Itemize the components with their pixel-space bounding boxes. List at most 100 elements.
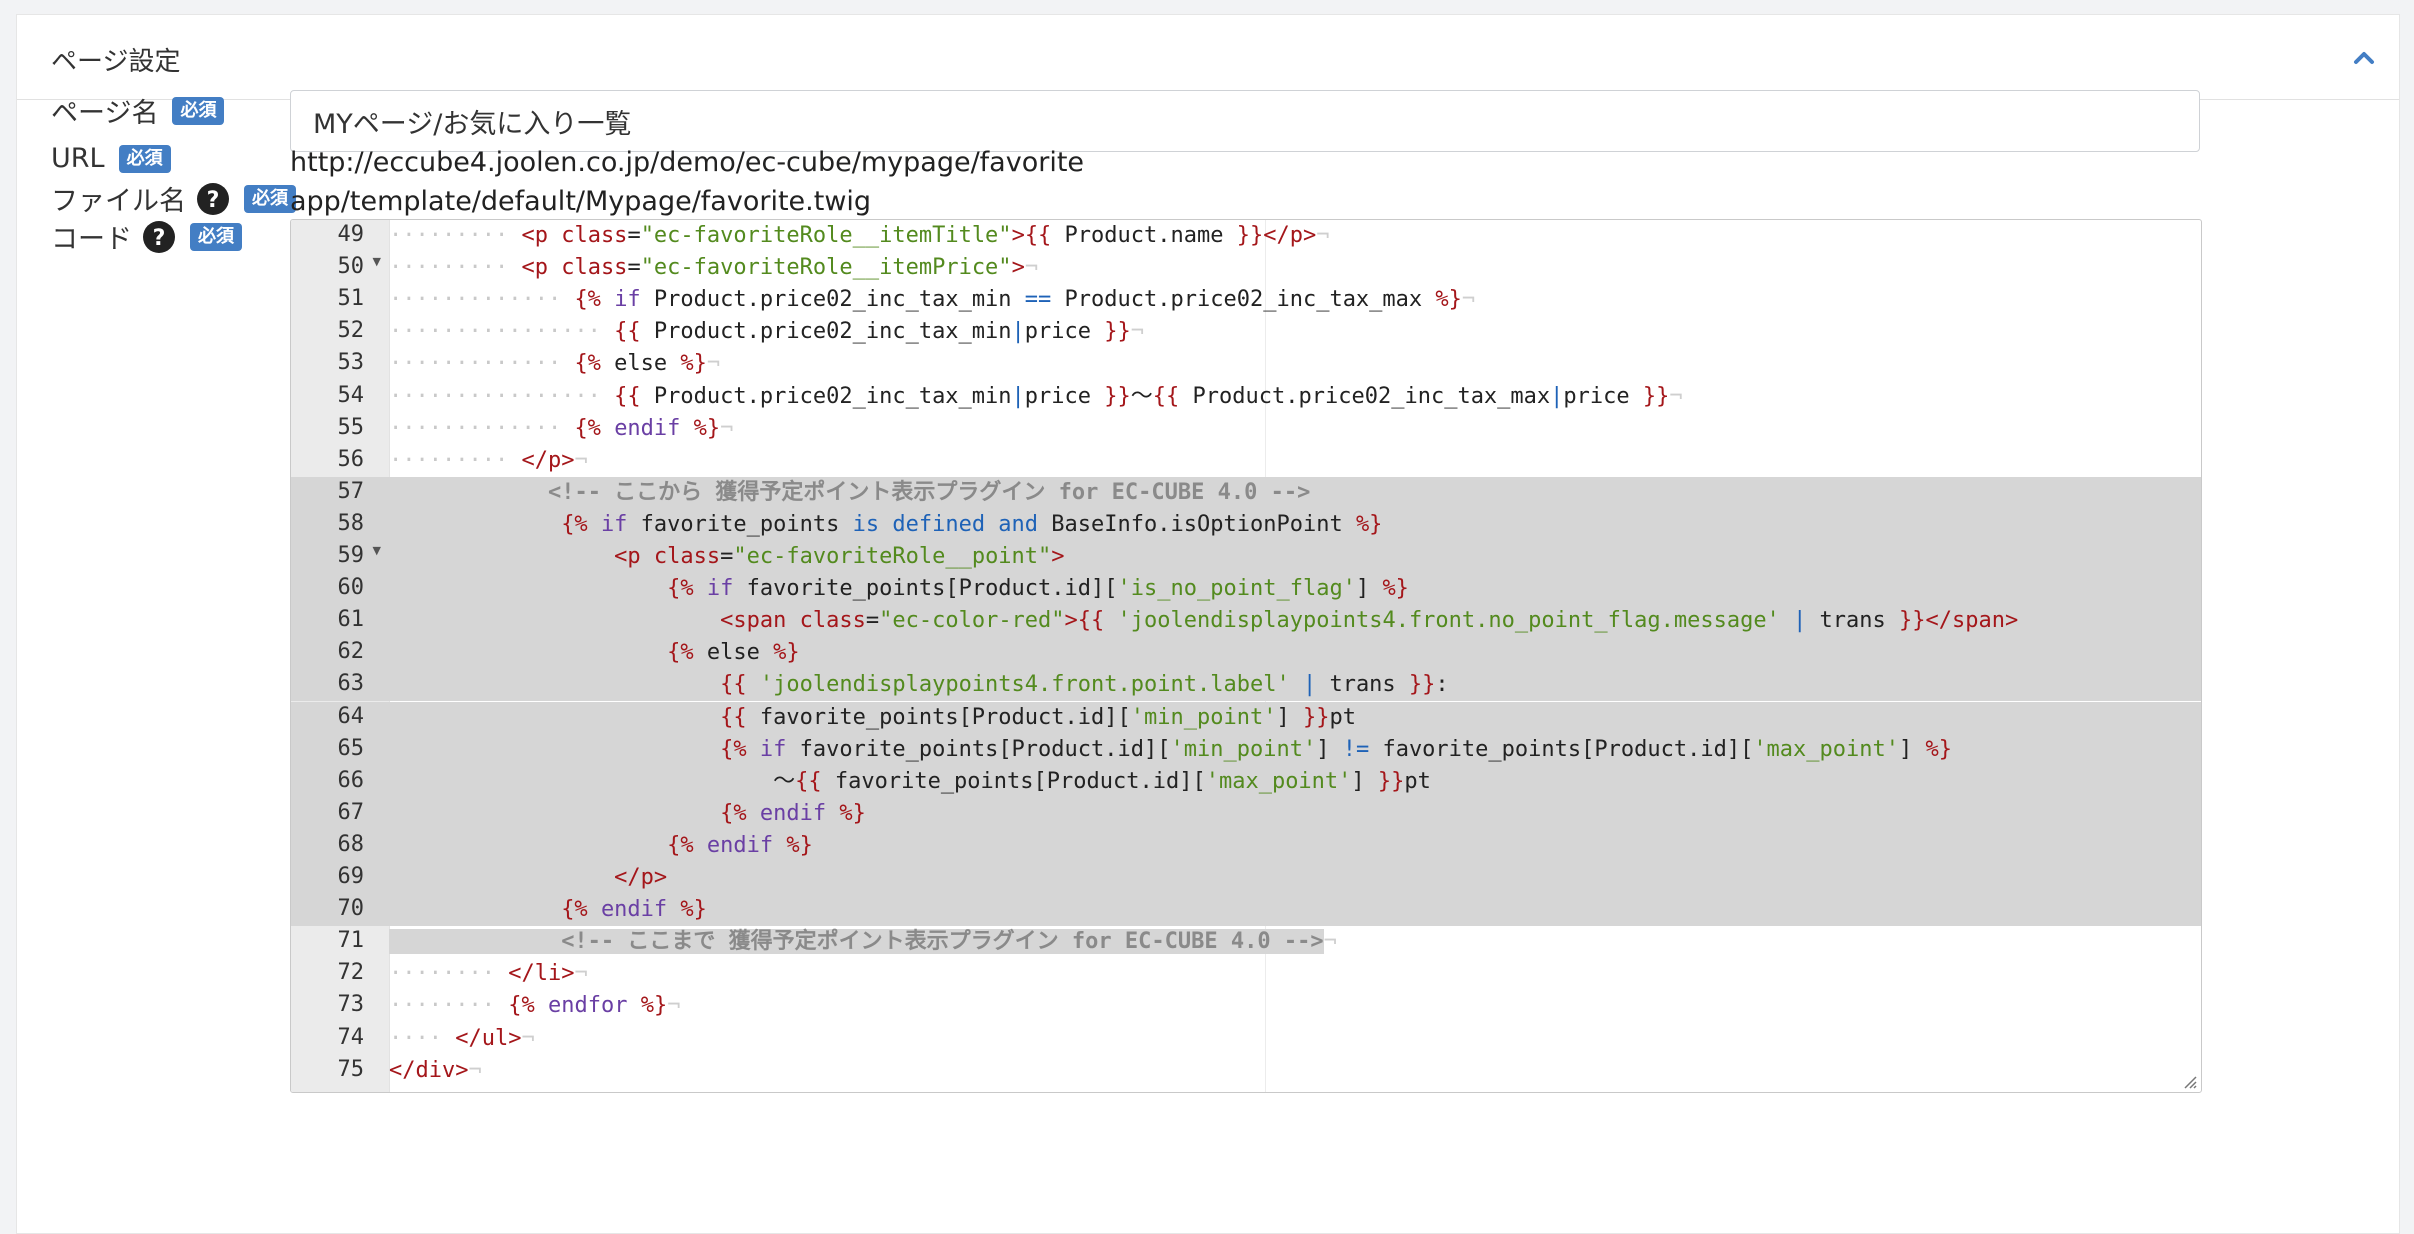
code-token xyxy=(1104,608,1117,633)
required-badge: 必須 xyxy=(244,184,296,213)
code-token: favorite_points[Product.id][ xyxy=(1369,736,1754,762)
code-line[interactable]: 63 {{ 'joolendisplaypoints4.front.point.… xyxy=(291,669,2201,702)
code-token: : xyxy=(1435,672,1449,698)
code-line[interactable]: 60 {% if favorite_points[Product.id]['is… xyxy=(291,573,2201,606)
eol-marker: ¬ xyxy=(1461,287,1476,313)
eol-marker: ¬ xyxy=(1316,223,1330,248)
code-token: ] xyxy=(1899,736,1926,762)
code-line[interactable]: 70 {% endif %} xyxy=(291,894,2201,927)
code-line[interactable]: 75</div>¬ xyxy=(291,1055,2201,1087)
code-token: <span xyxy=(720,608,787,634)
line-number: 63 xyxy=(337,671,365,697)
page-name-label: ページ名 xyxy=(51,98,159,129)
page-name-input[interactable] xyxy=(290,90,2200,152)
code-text: ········ </li>¬ xyxy=(389,958,2201,990)
code-line[interactable]: 73········ {% endfor %}¬ xyxy=(291,990,2201,1022)
code-line[interactable]: 74···· </ul>¬ xyxy=(291,1023,2201,1055)
question-circle-icon[interactable]: ? xyxy=(196,182,230,216)
line-number: 54 xyxy=(337,382,365,408)
line-number: 59 xyxy=(337,543,365,568)
code-token: | xyxy=(1011,383,1025,409)
code-token: {% xyxy=(508,993,535,1019)
line-number: 53 xyxy=(337,350,365,376)
code-line[interactable]: 54 ················ {{ Product.price02_in… xyxy=(291,381,2201,413)
code-token: trans xyxy=(1806,608,1900,634)
code-token: {{ xyxy=(795,768,822,794)
code-token: </ul> xyxy=(455,1025,522,1051)
gutter-cell: 49 xyxy=(291,220,389,252)
code-token: {% xyxy=(574,351,601,377)
code-token xyxy=(773,833,786,858)
fold-arrow-icon[interactable]: ▼ xyxy=(372,544,381,557)
question-circle-icon[interactable]: ? xyxy=(142,220,176,254)
fold-arrow-icon[interactable]: ▼ xyxy=(372,255,381,269)
code-token xyxy=(389,929,561,954)
code-token: %} xyxy=(1435,287,1462,313)
code-token: class xyxy=(561,255,628,281)
code-text: ········· <p class="ec-favoriteRole__ite… xyxy=(389,252,2201,284)
code-line[interactable]: 59▼ <p class="ec-favoriteRole__point"> xyxy=(291,541,2201,573)
code-line[interactable]: 53············· {% else %}¬ xyxy=(291,348,2201,380)
code-text: ········· <p class="ec-favoriteRole__ite… xyxy=(389,220,2201,252)
line-number: 71 xyxy=(337,928,365,954)
code-line[interactable]: 50▼········· <p class="ec-favoriteRole__… xyxy=(291,252,2201,284)
code-line[interactable]: 49········· <p class="ec-favoriteRole__i… xyxy=(291,220,2201,252)
code-token: pt xyxy=(1404,768,1431,794)
gutter-cell: 61 xyxy=(291,605,389,638)
code-token: endif xyxy=(759,800,827,826)
code-line[interactable]: 55············· {% endif %}¬ xyxy=(291,413,2201,445)
code-token: ···· xyxy=(389,1025,456,1051)
code-line[interactable]: 58 {% if favorite_points is defined and … xyxy=(291,508,2201,541)
code-line[interactable]: 57 <!-- ここから 獲得予定ポイント表示プラグイン for EC-CUBE… xyxy=(291,476,2201,509)
code-line[interactable]: 64 {{ favorite_points[Product.id]['min_p… xyxy=(291,701,2201,734)
code-token: }} xyxy=(1377,768,1405,794)
code-editor[interactable]: 49········· <p class="ec-favoriteRole__i… xyxy=(290,219,2202,1093)
code-token: "ec-favoriteRole__point" xyxy=(733,544,1052,569)
chevron-up-icon[interactable] xyxy=(2347,41,2381,75)
code-line[interactable]: 66 ～{{ favorite_points[Product.id]['max_… xyxy=(291,765,2201,798)
code-text: ················ {{ Product.price02_inc_… xyxy=(389,381,2201,413)
line-number: 55 xyxy=(337,414,365,440)
code-token: = xyxy=(720,544,734,569)
code-token xyxy=(389,512,561,537)
code-token: price xyxy=(1563,383,1643,409)
code-text: {{ favorite_points[Product.id]['min_poin… xyxy=(389,701,2201,734)
code-text: ················ {{ Product.price02_inc_… xyxy=(389,316,2201,348)
code-line[interactable]: 65 {% if favorite_points[Product.id]['mi… xyxy=(291,733,2201,766)
code-token: {{ xyxy=(1077,608,1105,634)
code-line[interactable]: 68 {% endif %} xyxy=(291,829,2201,862)
code-token: </p> xyxy=(521,447,575,473)
code-token: </span> xyxy=(1925,608,2019,634)
eol-marker: ¬ xyxy=(1323,929,1337,955)
code-line[interactable]: 62 {% else %} xyxy=(291,637,2201,670)
code-line[interactable]: 72········ </li>¬ xyxy=(291,958,2201,990)
code-line[interactable]: 56········· </p>¬ xyxy=(291,445,2201,477)
code-token: class xyxy=(561,223,628,248)
panel-header[interactable]: ページ設定 xyxy=(17,15,2399,100)
code-line[interactable]: 51············· {% if Product.price02_in… xyxy=(291,284,2201,316)
code-token: </li> xyxy=(508,961,575,987)
gutter-cell: 51 xyxy=(291,284,389,316)
code-token: else xyxy=(693,640,774,666)
code-line[interactable]: 67 {% endif %} xyxy=(291,797,2201,830)
svg-text:?: ? xyxy=(207,188,220,213)
code-line[interactable]: 61 <span class="ec-color-red">{{ 'joolen… xyxy=(291,605,2201,638)
code-token xyxy=(389,737,720,762)
code-token: %} xyxy=(680,351,707,377)
code-line[interactable]: 52················ {{ Product.price02_in… xyxy=(291,316,2201,348)
code-token xyxy=(747,737,760,762)
code-token: endfor xyxy=(547,993,628,1019)
resize-handle-icon[interactable] xyxy=(2183,1074,2197,1089)
code-line[interactable]: 71 <!-- ここまで 獲得予定ポイント表示プラグイン for EC-CUBE… xyxy=(291,926,2201,958)
code-label-row: コード ? 必須 xyxy=(51,217,242,256)
code-token: 'is_no_point_flag' xyxy=(1117,576,1356,602)
panel-title: ページ設定 xyxy=(51,47,181,77)
code-token: {% xyxy=(667,640,694,666)
code-token: %} xyxy=(786,832,813,858)
page-settings-panel: ページ設定 ページ名 必須 URL 必須 http://eccube4.jool… xyxy=(16,14,2400,1234)
page-name-label-row: ページ名 必須 xyxy=(51,91,225,130)
code-token: %} xyxy=(839,800,866,826)
code-token xyxy=(747,801,760,826)
code-line[interactable]: 69 </p> xyxy=(291,862,2201,894)
code-token: ········· xyxy=(389,223,522,248)
